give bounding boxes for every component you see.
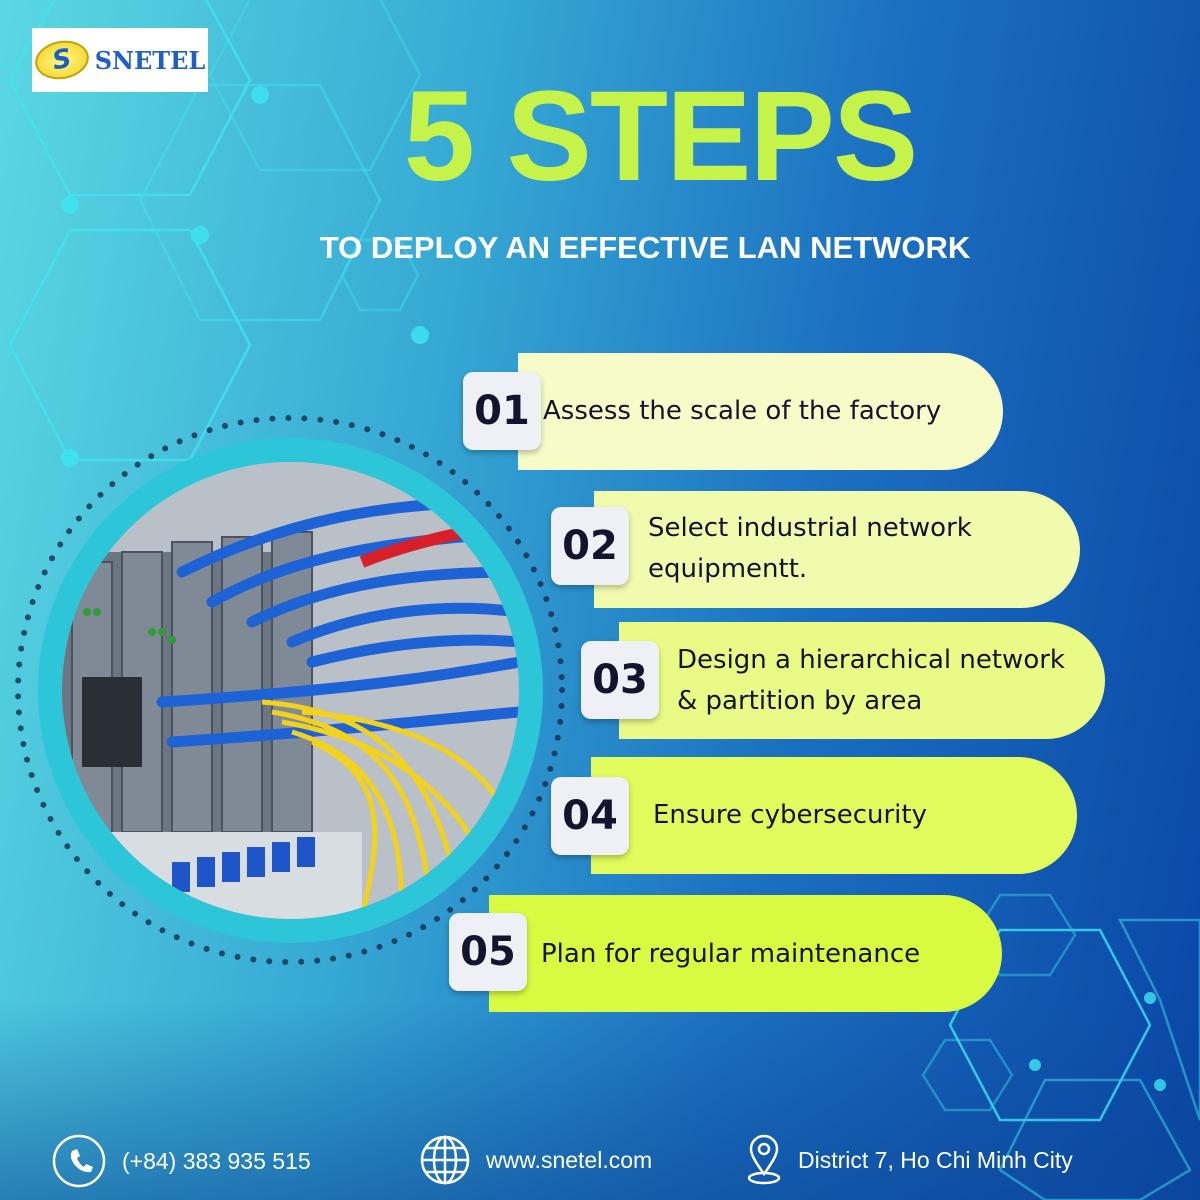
network-rack-photo xyxy=(62,462,519,919)
network-cables-illustration xyxy=(62,462,519,919)
footer-website[interactable]: www.snetel.com xyxy=(420,1134,652,1186)
step-2-pill xyxy=(594,491,1080,608)
snetel-logo: S SNETEL xyxy=(31,28,208,92)
address-text: District 7, Ho Chi Minh City xyxy=(798,1146,1073,1173)
logo-wordmark: SNETEL xyxy=(94,45,206,75)
page-title: 5 STEPS xyxy=(403,65,918,208)
step-3: 03 Design a hierarchical network & parti… xyxy=(581,622,1105,739)
step-3-pill xyxy=(619,622,1105,739)
step-5-text: Plan for regular maintenance xyxy=(541,939,921,969)
step-2: 02 Select industrial network equipmentt. xyxy=(551,491,1080,608)
background-fade xyxy=(0,1000,1200,1200)
step-1-pill xyxy=(518,353,1003,470)
location-pin-icon xyxy=(747,1134,781,1185)
step-1-number: 01 xyxy=(463,372,541,450)
step-4-text: Ensure cybersecurity xyxy=(653,800,927,830)
step-4: 04 Ensure cybersecurity xyxy=(551,757,1077,874)
page-subtitle: TO DEPLOY AN EFFECTIVE LAN NETWORK xyxy=(319,230,971,265)
footer-address: District 7, Ho Chi Minh City xyxy=(746,1134,1073,1186)
phone-icon xyxy=(52,1134,106,1188)
globe-icon xyxy=(420,1135,470,1185)
phone-number: (+84) 383 935 515 xyxy=(122,1147,311,1174)
step-4-number: 04 xyxy=(551,777,629,855)
step-4-pill xyxy=(591,757,1077,874)
step-5-number: 05 xyxy=(449,913,527,991)
step-1-text: Assess the scale of the factory xyxy=(543,396,942,426)
step-3-number: 03 xyxy=(581,641,659,719)
step-5-pill xyxy=(489,895,1002,1012)
step-5: 05 Plan for regular maintenance xyxy=(449,895,1002,1012)
website-link[interactable]: www.snetel.com xyxy=(486,1146,653,1173)
step-3-text: Design a hierarchical network & partitio… xyxy=(677,645,1065,716)
step-2-text: Select industrial network equipmentt. xyxy=(648,513,972,584)
footer-phone[interactable]: (+84) 383 935 515 xyxy=(52,1134,311,1188)
step-2-number: 02 xyxy=(551,507,629,585)
step-1: 01 Assess the scale of the factory xyxy=(463,353,1003,470)
